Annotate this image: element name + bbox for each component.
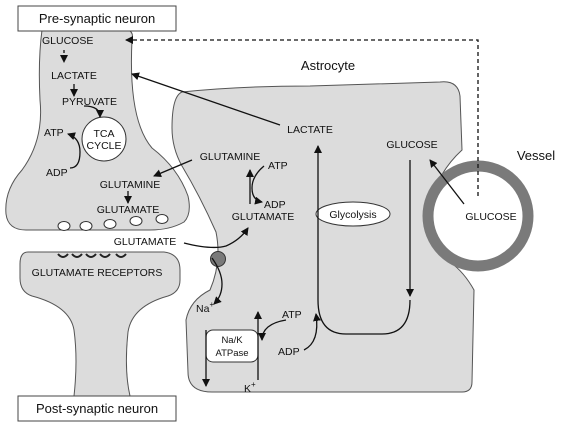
tca-cycle-circle (81, 116, 127, 162)
vessel-label: Vessel (517, 148, 555, 163)
receptor (115, 253, 127, 258)
glucose-supply-arrow (125, 36, 479, 196)
na-text: Na (196, 303, 210, 315)
na-cotransport-arrow (211, 257, 223, 305)
k-label: K+ (244, 380, 256, 395)
glycolysis-return-arrow (314, 145, 411, 335)
lactate-neuron-label: LACTATE (51, 70, 97, 82)
glutamate-transporter (210, 251, 226, 267)
astrocyte-label: Astrocyte (301, 58, 355, 73)
presynaptic-label-box (17, 5, 177, 32)
glutamate-neuron-label: GLUTAMATE (97, 204, 160, 216)
glucose-vessel-label: GLUCOSE (465, 211, 516, 223)
receptor (99, 253, 111, 258)
lactate-astro-label: LACTATE (287, 124, 333, 136)
nak-label-line1: Na/K (221, 335, 243, 346)
adp-to-atp-astro-arrow (303, 313, 321, 351)
receptor (71, 253, 83, 258)
tca-label-line2: CYCLE (86, 140, 121, 152)
vessel-to-astro-glucose-arrow (429, 159, 465, 205)
receptor (57, 253, 69, 258)
adp-to-atp-neuron-arrow (67, 132, 81, 169)
postsynaptic-label: Post-synaptic neuron (36, 401, 158, 416)
glutamine-shuttle-arrow (153, 159, 193, 177)
adp-astro-bottom-label: ADP (278, 346, 300, 358)
arrows (60, 36, 479, 387)
pyruvate-to-tca-arrow (83, 105, 104, 118)
vesicle (129, 216, 143, 226)
na-superscript: + (209, 300, 214, 309)
vesicle (57, 221, 71, 231)
glutamate-receptors-label: GLUTAMATE RECEPTORS (32, 267, 163, 279)
glycolysis-ellipse (315, 201, 391, 227)
glutamine-astro-label: GLUTAMINE (200, 151, 260, 163)
glucose-astro-label: GLUCOSE (386, 139, 437, 151)
glutamate-uptake-arrow (183, 227, 249, 249)
synaptic-vesicles (57, 214, 169, 231)
atp-astro-bottom-label: ATP (282, 309, 302, 321)
lactate-shuttle-arrow (131, 72, 281, 126)
receptor (85, 253, 97, 258)
adp-neuron-label: ADP (46, 167, 68, 179)
glycolysis-label: Glycolysis (329, 209, 376, 221)
na-label: Na+ (196, 300, 214, 315)
nak-label-line2: ATPase (215, 348, 248, 359)
atp-to-pump-arrow (258, 319, 287, 341)
atp-neuron-label: ATP (44, 127, 64, 139)
atp-to-adp-astro-arrow (251, 165, 265, 205)
glutamate-receptors (57, 253, 127, 258)
glutamate-cleft-label: GLUTAMATE (114, 236, 177, 248)
k-text: K (244, 383, 251, 395)
vesicle (103, 219, 117, 229)
k-superscript: + (251, 380, 256, 389)
atp-astro-top-label: ATP (268, 160, 288, 172)
vesicle (155, 214, 169, 224)
glutamate-astro-label: GLUTAMATE (232, 211, 295, 223)
glutamine-neuron-label: GLUTAMINE (100, 179, 160, 191)
presynaptic-label: Pre-synaptic neuron (39, 11, 155, 26)
astrocyte (171, 81, 475, 393)
glucose-neuron-label: GLUCOSE (42, 35, 93, 47)
tca-label-line1: TCA (94, 128, 115, 140)
vesicle (79, 221, 93, 231)
pyruvate-label: PYRUVATE (62, 96, 117, 108)
postsynaptic-label-box (17, 395, 177, 422)
adp-astro-top-label: ADP (264, 199, 286, 211)
